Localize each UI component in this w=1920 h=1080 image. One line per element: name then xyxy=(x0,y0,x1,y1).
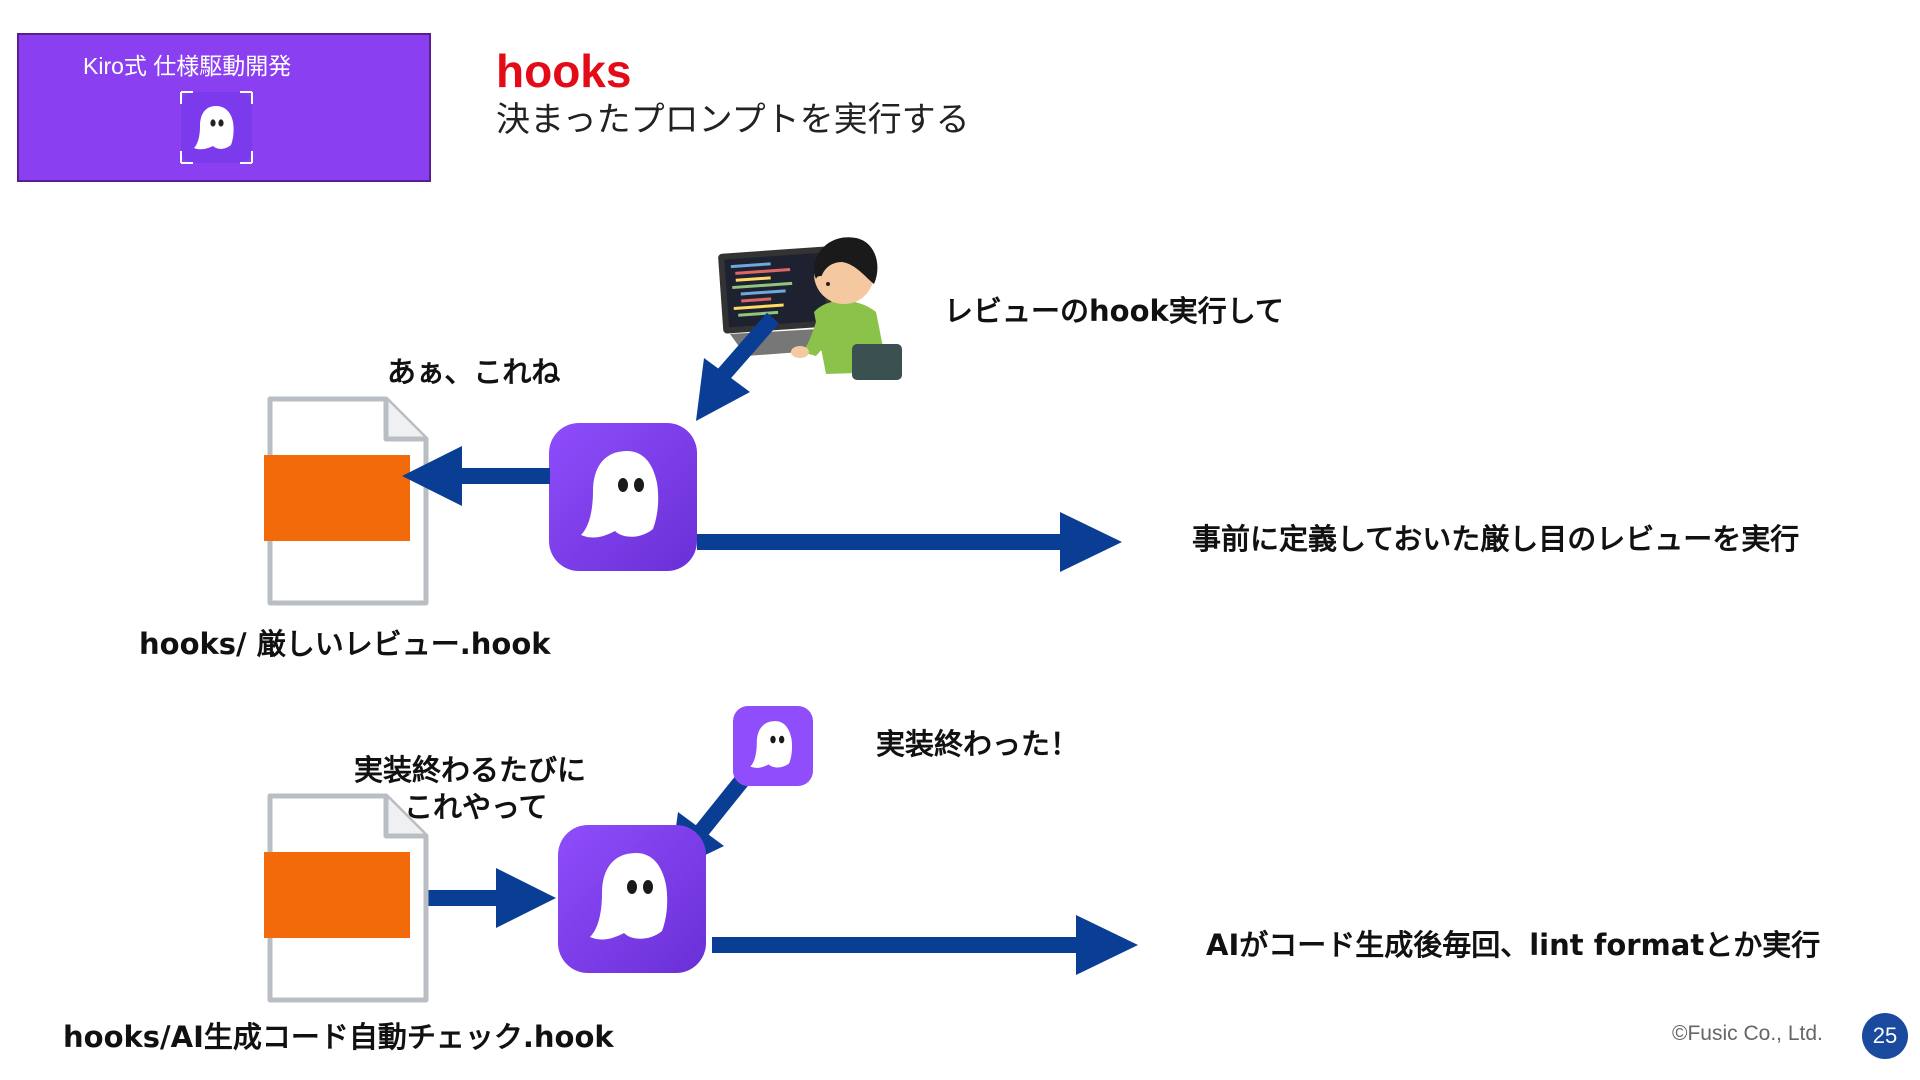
document-icon xyxy=(264,396,429,606)
arrow-ghost-to-result xyxy=(1060,512,1122,572)
scenario2-file-label: hooks/AI生成コード自動チェック.hook xyxy=(63,1020,614,1054)
developer-laptop-illustration xyxy=(718,237,902,380)
kiro-ghost-icon xyxy=(558,825,706,973)
document-icon xyxy=(264,793,429,1003)
scenario1-reaction: あぁ、これね xyxy=(387,355,561,389)
scenario1-result: 事前に定義しておいた厳し目のレビューを実行 xyxy=(1192,522,1800,556)
scenario2-speech: 実装終わった！ xyxy=(876,727,1080,761)
page-number-badge: 25 xyxy=(1862,1013,1908,1059)
kiro-ghost-icon xyxy=(180,91,253,164)
arrow-ghost2-to-result xyxy=(1076,915,1138,975)
scenario1-file-label: hooks/ 厳しいレビュー.hook xyxy=(139,627,551,661)
scenario2-result: AIがコード生成後毎回、lint formatとか実行 xyxy=(1206,928,1821,962)
scenario1-speech: レビューのhook実行して xyxy=(944,294,1284,328)
scenario2-request-line1: 実装終わるたびに xyxy=(354,753,587,787)
header-badge: Kiro式 仕様駆動開発 xyxy=(17,33,431,182)
badge-label: Kiro式 仕様駆動開発 xyxy=(83,53,292,79)
kiro-ghost-small-icon xyxy=(733,706,813,786)
scenario2-request-line2: これやって xyxy=(404,790,548,824)
page-title: hooks xyxy=(496,45,632,97)
kiro-ghost-icon xyxy=(549,423,697,571)
arrow-doc-to-ghost xyxy=(496,868,556,928)
copyright-text: ©Fusic Co., Ltd. xyxy=(1672,1022,1823,1045)
page-subtitle: 決まったプロンプトを実行する xyxy=(496,100,970,140)
